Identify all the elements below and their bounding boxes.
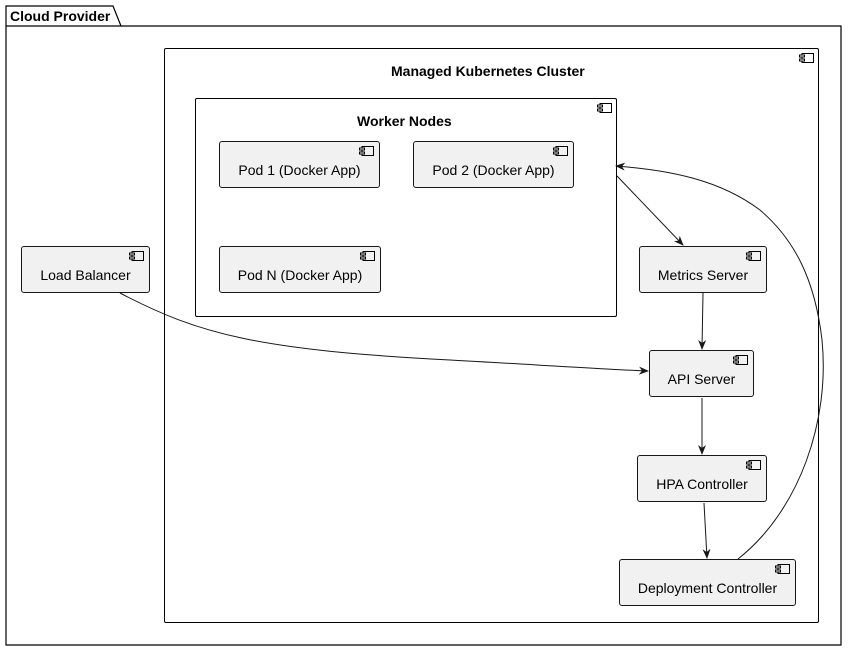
api-server-label: API Server: [667, 371, 736, 387]
pod-n-component[interactable]: Pod N (Docker App): [219, 246, 381, 293]
worker-nodes-title: Worker Nodes: [357, 113, 452, 129]
pod-2-label: Pod 2 (Docker App): [432, 162, 555, 178]
edge-metrics-to-api: [698, 292, 707, 350]
pod-2-component[interactable]: Pod 2 (Docker App): [413, 141, 574, 188]
metrics-server-label: Metrics Server: [657, 267, 749, 283]
api-server-component[interactable]: API Server: [649, 350, 754, 397]
edge-hpa-to-deployment: [702, 502, 711, 559]
edge-workers-to-metrics: [616, 175, 684, 246]
component-icon: [775, 564, 790, 574]
edge-lb-to-api: [119, 292, 649, 375]
hpa-controller-label: HPA Controller: [656, 476, 748, 492]
component-icon: [733, 355, 748, 365]
component-icon: [129, 251, 144, 261]
load-balancer-component[interactable]: Load Balancer: [21, 246, 150, 293]
pod-n-label: Pod N (Docker App): [237, 267, 363, 283]
pod-1-component[interactable]: Pod 1 (Docker App): [219, 141, 380, 188]
load-balancer-label: Load Balancer: [40, 267, 131, 283]
deployment-controller-component[interactable]: Deployment Controller: [619, 559, 796, 606]
component-icon: [597, 103, 612, 113]
metrics-server-component[interactable]: Metrics Server: [639, 246, 767, 293]
component-icon: [359, 146, 374, 156]
component-icon: [799, 53, 814, 63]
pod-1-label: Pod 1 (Docker App): [238, 162, 361, 178]
component-icon: [360, 251, 375, 261]
cluster-title: Managed Kubernetes Cluster: [391, 63, 585, 79]
package-title: Cloud Provider: [10, 8, 111, 24]
component-icon: [553, 146, 568, 156]
component-icon: [746, 460, 761, 470]
deployment-controller-label: Deployment Controller: [637, 580, 778, 596]
component-icon: [746, 251, 761, 261]
hpa-controller-component[interactable]: HPA Controller: [637, 455, 767, 502]
edge-deployment-to-workers: [615, 162, 824, 560]
worker-nodes-frame: Worker Nodes: [195, 98, 617, 317]
cluster-frame: Managed Kubernetes Cluster: [164, 48, 819, 623]
